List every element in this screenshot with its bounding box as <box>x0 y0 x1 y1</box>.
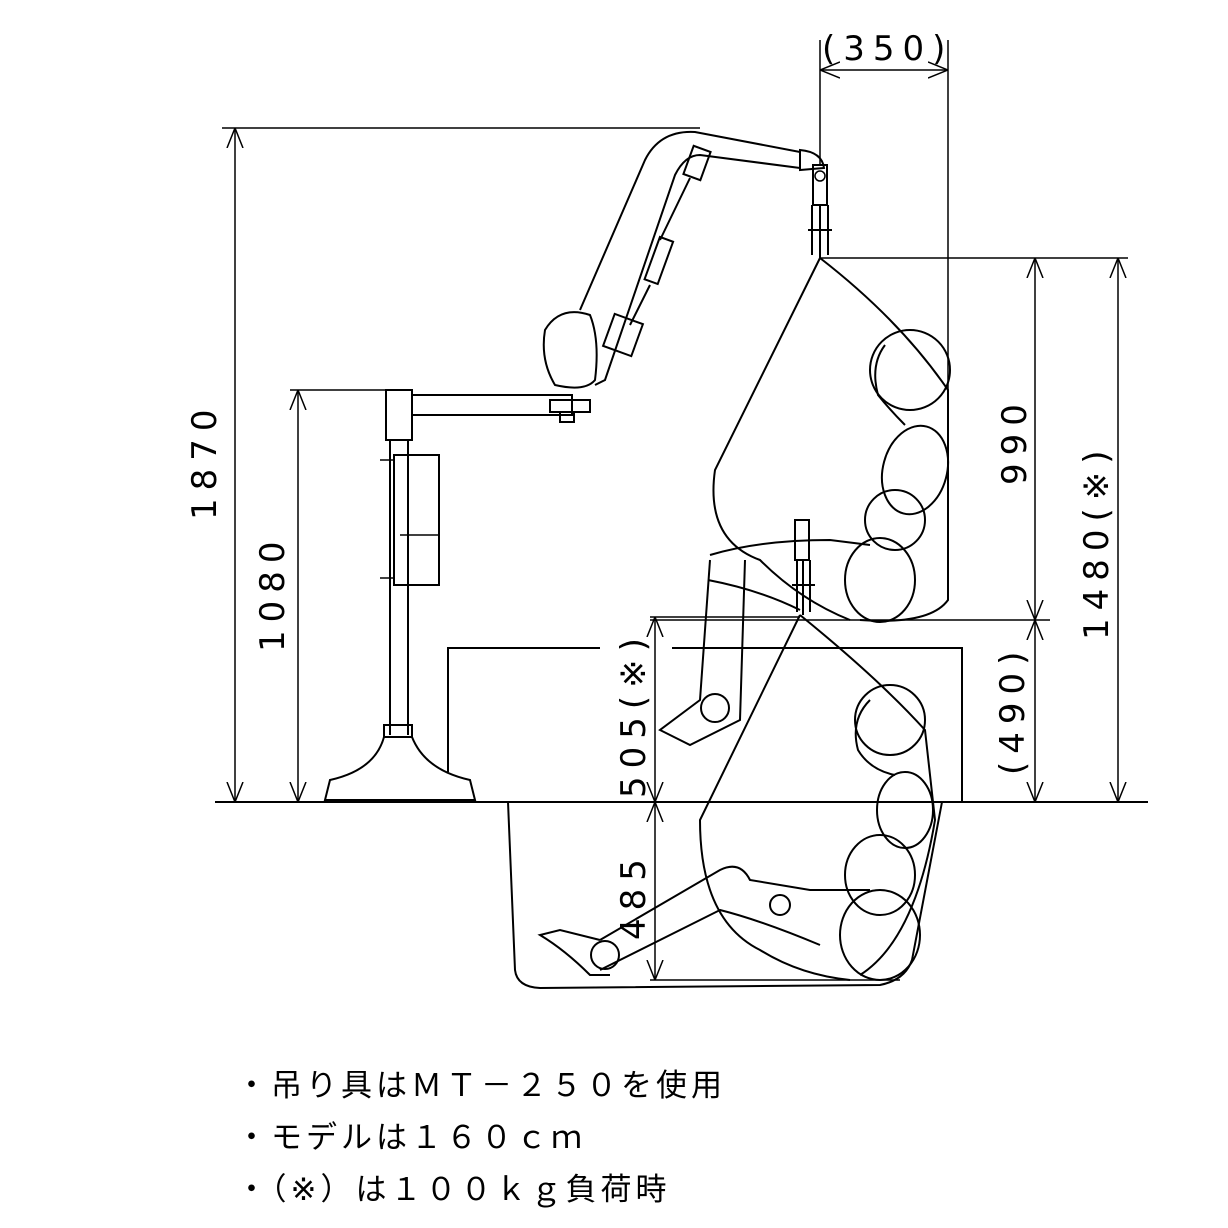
dim-1080: 1080 <box>253 389 410 802</box>
lift-column <box>323 389 591 801</box>
dim-490: (490) <box>650 619 1050 802</box>
svg-text:1080: 1080 <box>253 533 293 652</box>
dim-1870: 1870 <box>185 127 700 802</box>
svg-text:990: 990 <box>995 396 1035 485</box>
svg-text:(490): (490) <box>993 644 1033 775</box>
note-sling: ・吊り具はＭＴ－２５０を使用 <box>236 1068 726 1104</box>
svg-text:485: 485 <box>614 851 654 940</box>
person-lower <box>537 614 937 981</box>
hanger-upper <box>808 164 832 258</box>
svg-text:(350): (350) <box>822 29 953 69</box>
notes: ・吊り具はＭＴ－２５０を使用 ・モデルは１６０ｃｍ ・（※）は１００ｋｇ負荷時 <box>236 1060 726 1216</box>
person-upper <box>658 257 951 747</box>
dim-350: (350) <box>819 29 953 430</box>
dim-1480: 1480(※) <box>1077 258 1118 802</box>
svg-text:1480(※): 1480(※) <box>1077 442 1117 640</box>
lift-arm <box>542 130 826 389</box>
dim-485: 485 <box>614 802 900 981</box>
note-model: ・モデルは１６０ｃｍ <box>236 1120 586 1156</box>
dim-990: 990 <box>820 257 1128 620</box>
note-load: ・（※）は１００ｋｇ負荷時 <box>236 1172 671 1208</box>
svg-text:505(※): 505(※) <box>614 630 654 798</box>
svg-text:1870: 1870 <box>185 401 225 520</box>
dim-505: 505(※) <box>614 616 800 802</box>
